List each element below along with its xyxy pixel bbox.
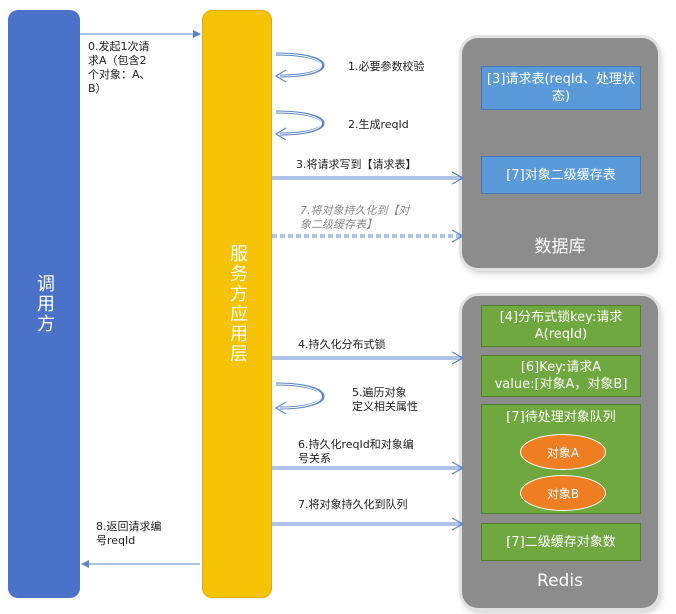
queue-item-object-a: 对象A [520,434,606,470]
caller-label: 调用方 [34,274,55,334]
step0-line2: 求A（包含2 [88,54,147,67]
object-cache-table-box: [7]对象二级缓存表 [481,156,641,194]
arrow-step6-head [451,461,465,475]
loop-step2-inner [275,111,322,135]
step0-line3: 个对象：A、 [88,68,151,81]
caller-column: 调用方 [8,10,80,598]
step4-label: 4.持久化分布式锁 [298,338,386,351]
step7b-label: 7.将对象持久化到队列 [298,498,408,511]
step5-line2: 定义相关属性 [352,400,418,413]
step7a-line1: 7.将对象持久化到【对 [300,204,410,217]
arrow-step7a-head [451,229,465,243]
loop-step2-head [274,127,287,141]
service-column: 服务方应用层 [202,10,272,598]
loop-step1-inner [275,53,322,77]
step8-line1: 8.返回请求编 [96,520,162,533]
distributed-lock-box: [4]分布式锁key:请求A(reqId) [481,305,641,347]
step7a-line2: 象二级缓存表】 [300,218,377,231]
step5-label: 5.遍历对象 定义相关属性 [352,386,418,414]
step7a-label: 7.将对象持久化到【对 象二级缓存表】 [300,204,410,232]
step8-label: 8.返回请求编 号reqId [96,520,162,548]
key-value-line1: [6]Key:请求A [520,360,602,375]
key-value-line2: value:[对象A，对象B] [494,377,628,392]
step1-label: 1.必要参数校验 [348,60,425,73]
step0-line4: B） [88,82,107,95]
cache-object-count-box: [7]二级缓存对象数 [481,523,641,561]
step6-label: 6.持久化reqId和对象编 号关系 [298,438,414,466]
loop-step5-head [274,401,287,415]
redis-title: Redis [537,571,583,591]
step0-line1: 0.发起1次请 [88,40,150,53]
loop-step5-inner [275,383,322,409]
arrow-step4-head [451,351,465,365]
service-label: 服务方应用层 [227,244,248,364]
step6-line1: 6.持久化reqId和对象编 [298,438,414,451]
step2-label: 2.生成reqId [348,118,409,131]
step6-line2: 号关系 [298,452,331,465]
step5-line1: 5.遍历对象 [352,386,407,399]
key-value-box: [6]Key:请求A value:[对象A，对象B] [481,355,641,397]
queue-item-object-b: 对象B [520,475,606,511]
loop-step1-head [274,69,287,83]
database-title: 数据库 [534,237,586,257]
step0-label: 0.发起1次请 求A（包含2 个对象：A、 B） [88,40,151,96]
loop-step1-outer [275,52,325,78]
loop-step2-outer [275,110,325,136]
step8-line2: 号reqId [96,534,136,547]
arrow-step3-head [451,171,465,185]
request-table-box: [3]请求表(reqId、处理状态) [481,66,641,110]
step3-label: 3.将请求写到【请求表】 [296,158,417,171]
arrow-step7b-head [451,517,465,531]
pending-queue-label: [7]待处理对象队列 [506,410,616,425]
